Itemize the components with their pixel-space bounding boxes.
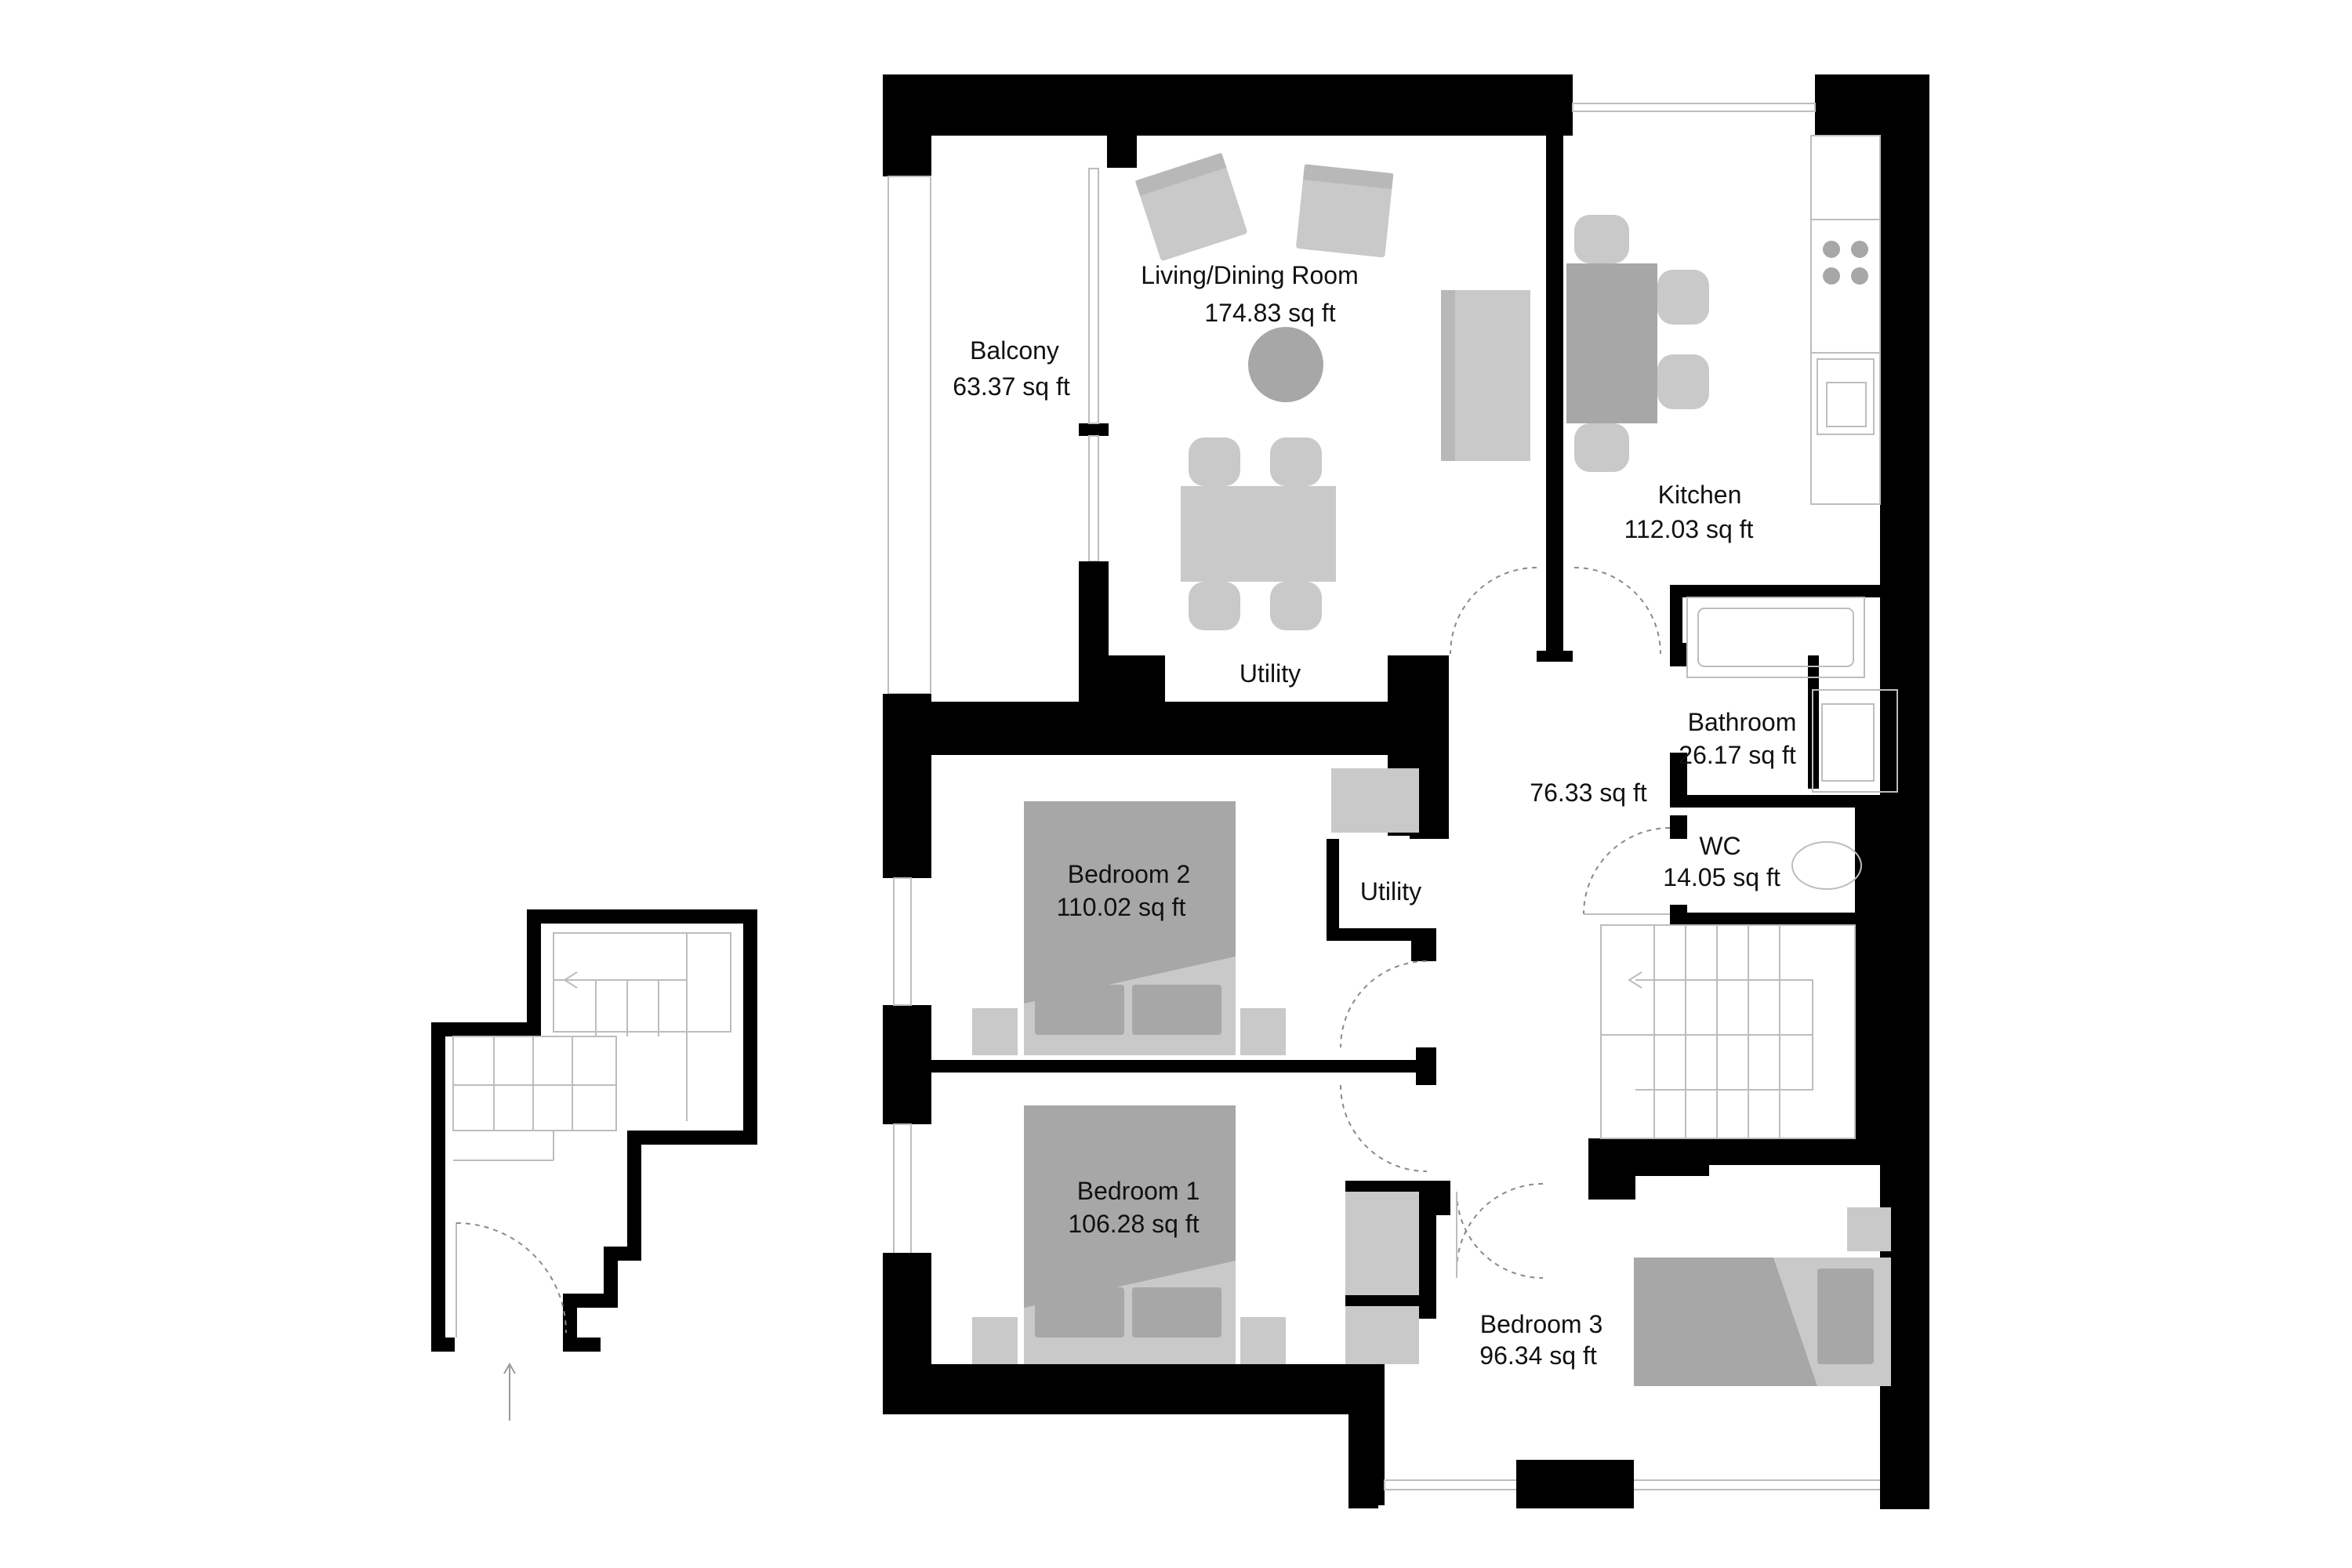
bedroom1-furniture	[972, 1105, 1419, 1364]
bathroom-area: 26.17 sq ft	[1679, 741, 1796, 769]
stair-annex	[431, 909, 757, 1421]
bedroom3-furniture	[1634, 1207, 1891, 1386]
doors	[1340, 567, 1671, 1279]
wc-area: 14.05 sq ft	[1663, 863, 1780, 891]
utility-top-name: Utility	[1240, 659, 1301, 688]
stairs-main	[1600, 924, 1856, 1139]
bedroom2-name: Bedroom 2	[1068, 860, 1191, 888]
balcony-area: 63.37 sq ft	[953, 372, 1070, 401]
living-area: 174.83 sq ft	[1204, 299, 1335, 327]
living-furniture	[1134, 152, 1530, 630]
bedroom3-name: Bedroom 3	[1480, 1310, 1603, 1338]
bathroom-name: Bathroom	[1688, 708, 1797, 736]
bedroom2-furniture	[972, 768, 1419, 1055]
room-labels: Balcony 63.37 sq ft Living/Dining Room 1…	[953, 261, 1796, 1370]
bedroom1-area: 106.28 sq ft	[1068, 1210, 1199, 1238]
wc-name: WC	[1699, 832, 1740, 860]
living-name: Living/Dining Room	[1141, 261, 1358, 289]
bath-fixtures	[1686, 597, 1898, 890]
hall-area: 76.33 sq ft	[1530, 779, 1647, 807]
bedroom3-area: 96.34 sq ft	[1479, 1341, 1597, 1370]
kitchen-name: Kitchen	[1658, 481, 1742, 509]
balcony-name: Balcony	[970, 336, 1059, 365]
kitchen-furniture	[1566, 135, 1881, 505]
utility-mid-name: Utility	[1360, 877, 1421, 906]
bedroom2-area: 110.02 sq ft	[1057, 893, 1186, 921]
kitchen-area: 112.03 sq ft	[1624, 515, 1754, 543]
bedroom1-name: Bedroom 1	[1077, 1177, 1200, 1205]
